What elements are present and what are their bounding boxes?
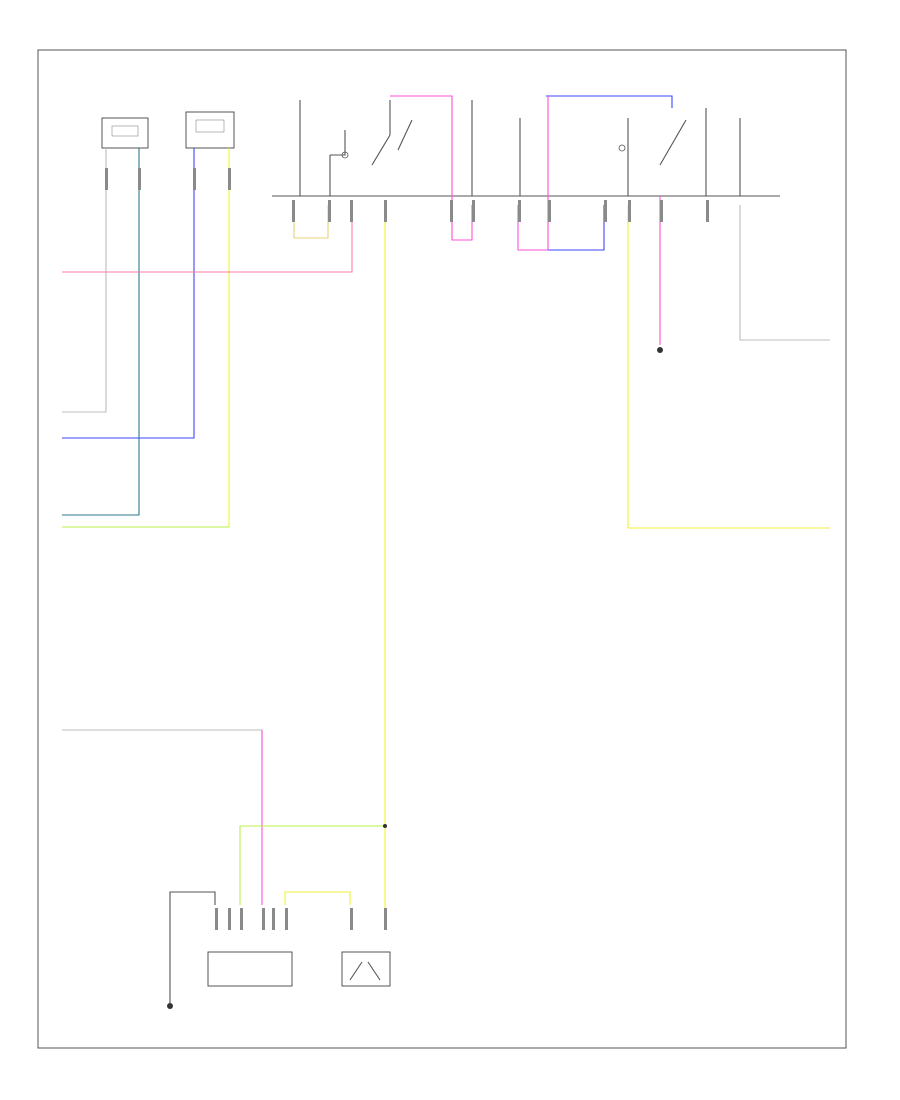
ground-icon: [657, 347, 663, 353]
top-mid-module: [185, 111, 235, 149]
fuse-block: [299, 100, 741, 196]
top-left-module-pins: [105, 168, 231, 190]
diagram-frame: [37, 49, 847, 1049]
bottom-mid-switch: [341, 951, 391, 987]
bus-pins: [292, 200, 709, 222]
top-left-module: [101, 117, 149, 149]
ground-icon: [167, 1003, 173, 1009]
bottom-pins: [215, 908, 387, 930]
bottom-left-module: [207, 951, 293, 987]
